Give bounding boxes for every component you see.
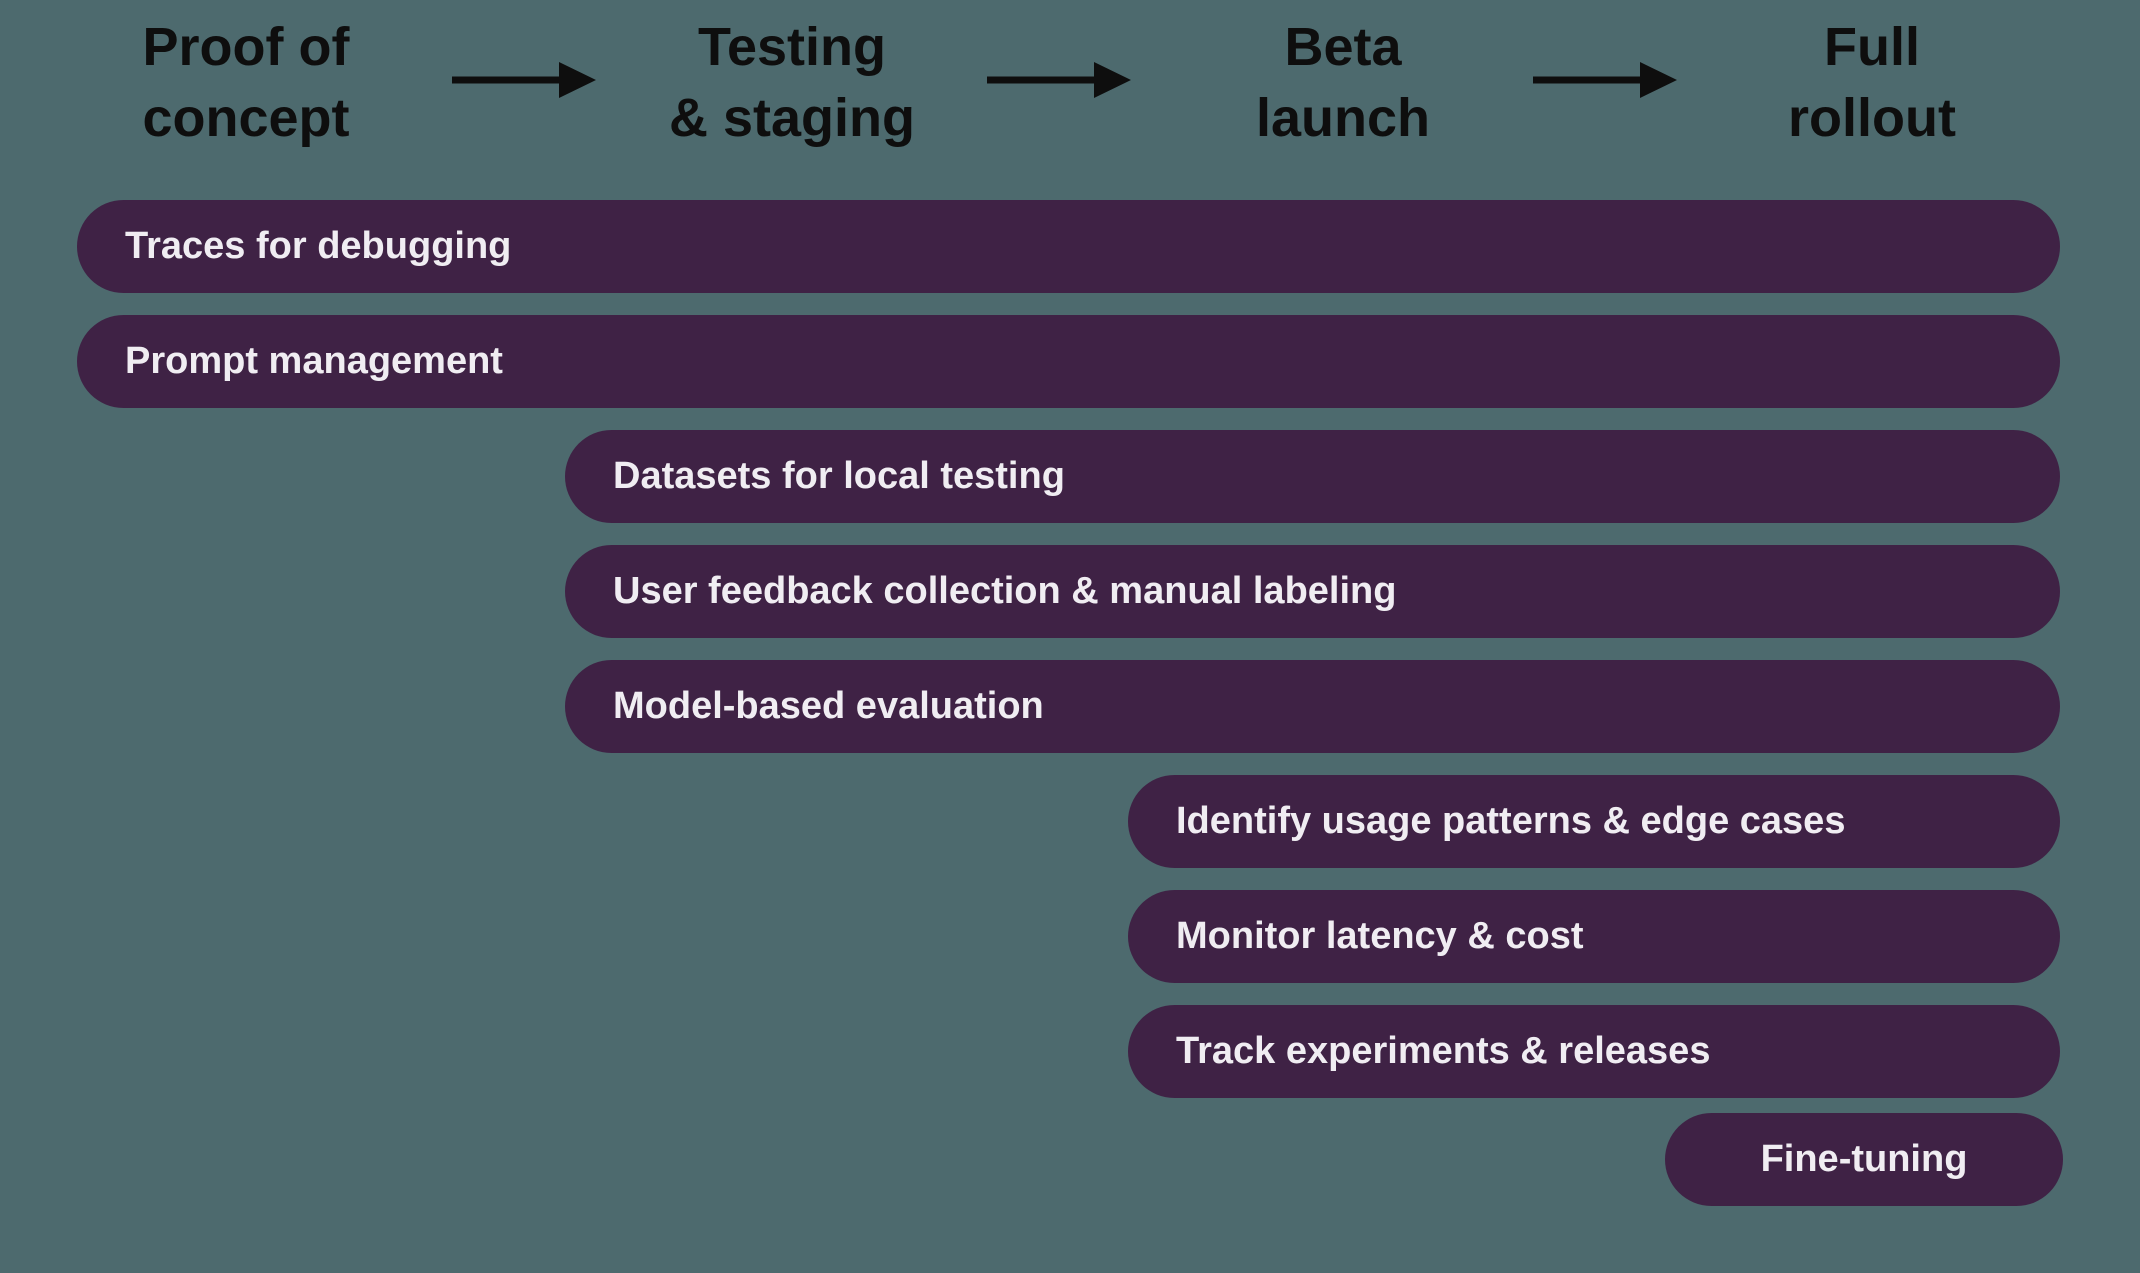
bar-label: Datasets for local testing bbox=[613, 455, 1065, 497]
stage-label-proof-of-concept: Proof of concept bbox=[16, 12, 476, 154]
stage-line-2: rollout bbox=[1788, 88, 1956, 148]
stage-label-full-rollout: Full rollout bbox=[1642, 12, 2102, 154]
bar-traces-for-debugging: Traces for debugging bbox=[77, 200, 2060, 293]
bar-label: Fine-tuning bbox=[1760, 1138, 1968, 1180]
bar-model-based-evaluation: Model-based evaluation bbox=[565, 660, 2060, 753]
bar-label: Monitor latency & cost bbox=[1176, 915, 1584, 957]
bar-fine-tuning: Fine-tuning bbox=[1665, 1113, 2063, 1206]
bar-track-experiments-releases: Track experiments & releases bbox=[1128, 1005, 2060, 1098]
stage-line-2: launch bbox=[1255, 88, 1431, 148]
bar-identify-usage-patterns: Identify usage patterns & edge cases bbox=[1128, 775, 2060, 868]
bar-monitor-latency-cost: Monitor latency & cost bbox=[1128, 890, 2060, 983]
stage-line-2: concept bbox=[142, 88, 350, 148]
stage-line-1: Proof of bbox=[142, 17, 350, 77]
arrow-right-icon bbox=[1533, 62, 1677, 98]
bar-prompt-management: Prompt management bbox=[77, 315, 2060, 408]
bar-label: User feedback collection & manual labeli… bbox=[613, 570, 1397, 612]
stage-line-2: & staging bbox=[668, 88, 915, 148]
bar-label: Identify usage patterns & edge cases bbox=[1176, 800, 1846, 842]
stage-line-1: Full bbox=[1824, 17, 1920, 77]
bar-label: Prompt management bbox=[125, 340, 503, 382]
bar-label: Traces for debugging bbox=[125, 225, 512, 267]
stage-label-testing-staging: Testing & staging bbox=[562, 12, 1022, 154]
stage-line-1: Beta bbox=[1284, 17, 1402, 77]
stage-line-1: Testing bbox=[698, 17, 886, 77]
stage-label-beta-launch: Beta launch bbox=[1113, 12, 1573, 154]
arrow-right-icon bbox=[987, 62, 1131, 98]
bar-label: Model-based evaluation bbox=[613, 685, 1044, 727]
bar-datasets-for-local-testing: Datasets for local testing bbox=[565, 430, 2060, 523]
bar-label: Track experiments & releases bbox=[1176, 1030, 1711, 1072]
arrow-right-icon bbox=[452, 62, 596, 98]
bar-user-feedback-collection: User feedback collection & manual labeli… bbox=[565, 545, 2060, 638]
